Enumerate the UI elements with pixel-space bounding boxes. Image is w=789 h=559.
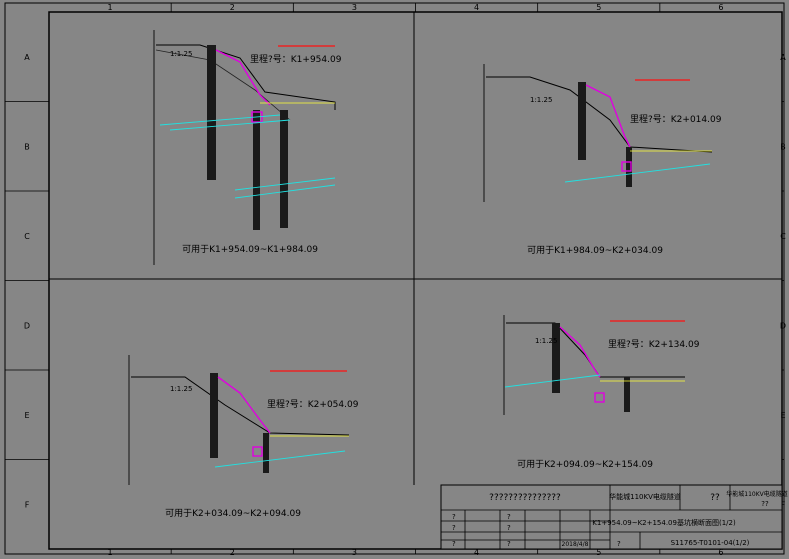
slope-line xyxy=(155,49,291,121)
stratum-line-4 xyxy=(234,184,336,199)
frame-row-label: F xyxy=(25,500,30,509)
frame-row-label: E xyxy=(780,411,785,420)
signature-mark: ? xyxy=(452,540,456,548)
support-pile-mid xyxy=(253,110,260,230)
frame-col-label: 5 xyxy=(596,548,601,557)
station-label: 里程?号：K2+054.09 xyxy=(267,399,359,410)
frame-col-label: 3 xyxy=(352,3,357,12)
stratum-line-1 xyxy=(504,374,601,388)
section-caption: 可用于K1+954.09~K1+984.09 xyxy=(182,244,318,255)
frame-row-label: A xyxy=(24,53,30,62)
support-pile-mid xyxy=(624,377,630,412)
section-panel-4: 1:1.25 里程?号：K2+134.09 可用于K2+094.09~K2+15… xyxy=(503,315,700,470)
stratum-line-1 xyxy=(214,450,346,468)
drawing-number: S11765-T0101-04(1/2) xyxy=(671,539,750,547)
stratum-line-1 xyxy=(159,114,281,126)
slope-ratio-label: 1:1.25 xyxy=(530,96,552,104)
support-pile-left xyxy=(207,45,216,180)
signature-mark: ? xyxy=(452,524,456,532)
section-caption: 可用于K2+094.09~K2+154.09 xyxy=(517,459,653,470)
drawing-title: K1+954.09~K2+154.09基坑横断面图(1/2) xyxy=(592,518,736,527)
excavation-profile xyxy=(215,49,271,106)
support-pile-left xyxy=(578,82,586,160)
frame-row-label: B xyxy=(24,142,30,151)
signature-mark: ? xyxy=(507,540,511,548)
outer-border xyxy=(4,2,785,555)
stratum-line-1 xyxy=(564,163,711,183)
design-stage: ?? xyxy=(710,493,720,503)
frame-col-label: 3 xyxy=(352,548,357,557)
frame-col-label: 2 xyxy=(230,548,235,557)
station-label: 里程?号：K2+134.09 xyxy=(608,339,700,350)
stratum-line-2 xyxy=(169,119,291,131)
signature-mark: ? xyxy=(507,513,511,521)
title-block-frame xyxy=(440,484,783,550)
frame-row-label: C xyxy=(780,232,786,241)
slope-ratio-label: 1:1.25 xyxy=(170,385,192,393)
support-pile-mid xyxy=(626,147,632,187)
signature-mark: ? xyxy=(617,540,621,548)
support-pile-right xyxy=(280,110,288,228)
frame-col-label: 6 xyxy=(718,548,723,557)
section-panel-2: 1:1.25 里程?号：K2+014.09 可用于K1+984.09~K2+03… xyxy=(483,64,722,256)
frame-row-label: C xyxy=(24,232,30,241)
excavation-profile xyxy=(585,84,631,148)
frame-col-label: 1 xyxy=(108,3,113,12)
frame-row-label: F xyxy=(781,500,786,509)
section-panel-1: 1:1.25 里程?号：K1+954.09 可用于K1+954.09~K1+98… xyxy=(153,30,342,265)
ground-line xyxy=(486,76,713,153)
frame-row-label: B xyxy=(780,142,786,151)
project-name: 华能城110KV电缆隧道 xyxy=(609,492,681,501)
station-label: 里程?号：K2+014.09 xyxy=(630,114,722,125)
station-label: 里程?号：K1+954.09 xyxy=(250,54,342,65)
frame-grid-ticks xyxy=(5,3,784,554)
support-pile-left xyxy=(210,373,218,458)
excavation-profile xyxy=(217,376,271,434)
signature-mark: ? xyxy=(452,513,456,521)
frame-row-label: A xyxy=(780,53,786,62)
slope-ratio-label: 1:1.25 xyxy=(535,337,557,345)
excavation-profile xyxy=(559,326,601,378)
section-panel-3: 1:1.25 里程?号：K2+054.09 可用于K2+034.09~K2+09… xyxy=(128,355,359,519)
frame-row-label: D xyxy=(780,321,786,330)
side-note: 华能城110KV电缆隧道 xyxy=(726,490,788,498)
section-caption: 可用于K1+984.09~K2+034.09 xyxy=(527,245,663,256)
frame-col-label: 6 xyxy=(718,3,723,12)
section-caption: 可用于K2+034.09~K2+094.09 xyxy=(165,508,301,519)
title-block: ??????????????? 华能城110KV电缆隧道 ?? 华能城110KV… xyxy=(440,484,788,550)
frame-col-label: 4 xyxy=(474,3,479,12)
tunnel-marker xyxy=(252,446,263,457)
frame-col-label: 5 xyxy=(596,3,601,12)
tunnel-marker xyxy=(594,392,605,403)
support-pile-mid xyxy=(263,433,269,473)
frame-col-label: 4 xyxy=(474,548,479,557)
frame-col-label: 1 xyxy=(108,548,113,557)
slope-ratio-label: 1:1.25 xyxy=(170,50,192,58)
tunnel-marker xyxy=(621,161,632,172)
ground-line xyxy=(131,376,350,436)
support-pile-left xyxy=(552,323,560,393)
frame-row-label: E xyxy=(24,411,29,420)
company-name: ??????????????? xyxy=(489,493,561,503)
signature-mark: ? xyxy=(507,524,511,532)
frame-col-label: 2 xyxy=(230,3,235,12)
sheet-number: ?? xyxy=(761,500,769,508)
frame-row-label: D xyxy=(24,321,30,330)
stratum-line-3 xyxy=(234,177,336,191)
drawing-date: 2018/4/8 xyxy=(562,541,589,548)
